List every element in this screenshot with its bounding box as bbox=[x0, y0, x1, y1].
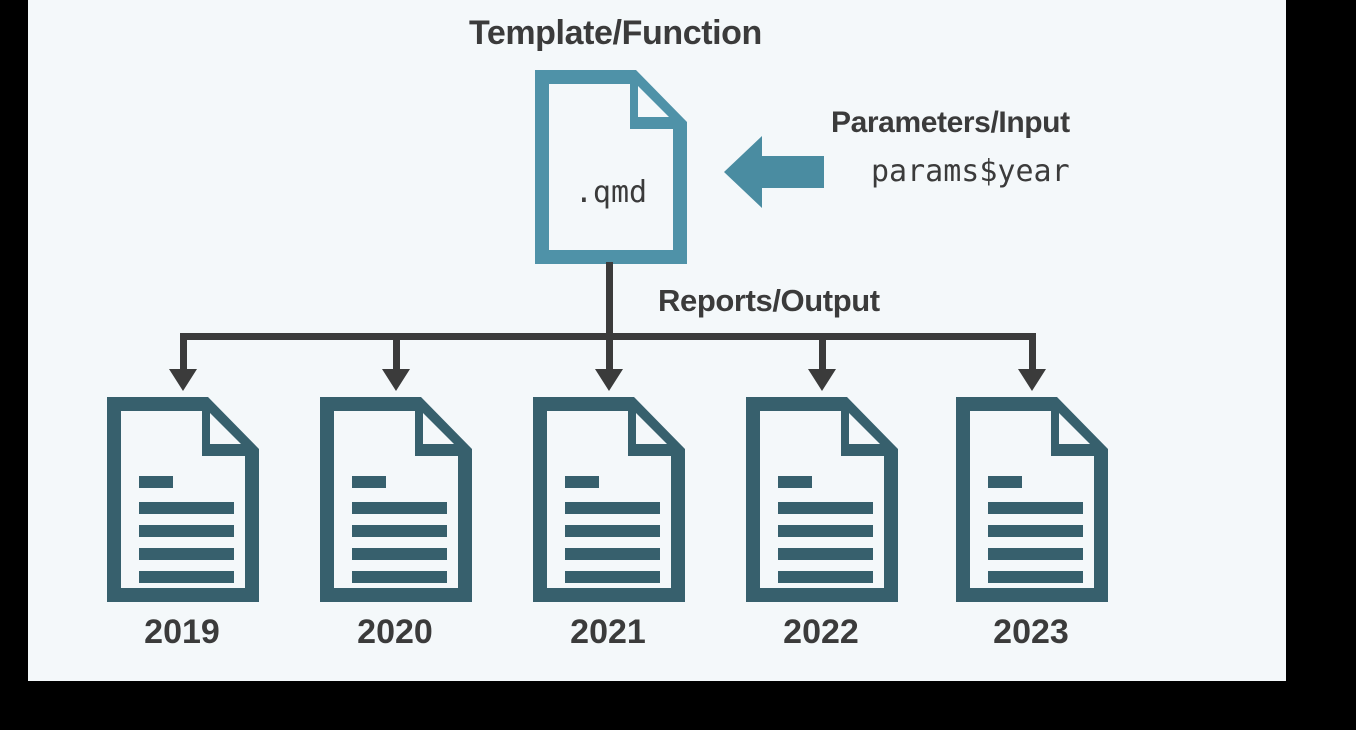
arrow-left-icon bbox=[724, 136, 824, 208]
output-document-2022 bbox=[746, 397, 898, 602]
branch-arrow-down-2022 bbox=[808, 369, 836, 391]
year-label-2019: 2019 bbox=[144, 613, 220, 651]
document-lines-icon bbox=[956, 397, 1108, 602]
branch-line-2020 bbox=[393, 333, 400, 371]
input-arrow bbox=[724, 136, 824, 213]
year-label-2022: 2022 bbox=[783, 613, 859, 651]
document-icon bbox=[535, 70, 687, 264]
parameters-input-label: Parameters/Input bbox=[831, 106, 1070, 139]
connector-stem bbox=[606, 262, 613, 340]
year-label-2023: 2023 bbox=[993, 613, 1069, 651]
document-lines-icon bbox=[107, 397, 259, 602]
branch-arrow-down-2020 bbox=[382, 369, 410, 391]
template-document-icon: .qmd bbox=[535, 70, 687, 264]
branch-line-2021 bbox=[606, 333, 613, 371]
diagram-panel: Template/Function .qmd Parameters/Input … bbox=[28, 0, 1286, 681]
document-lines-icon bbox=[533, 397, 685, 602]
output-document-2023 bbox=[956, 397, 1108, 602]
parameters-input-value: params$year bbox=[871, 154, 1070, 189]
branch-arrow-down-2023 bbox=[1018, 369, 1046, 391]
page-title: Template/Function bbox=[469, 14, 762, 52]
branch-line-2022 bbox=[819, 333, 826, 371]
output-document-2019 bbox=[107, 397, 259, 602]
document-lines-icon bbox=[320, 397, 472, 602]
branch-line-2019 bbox=[180, 333, 187, 371]
output-document-2020 bbox=[320, 397, 472, 602]
year-label-2020: 2020 bbox=[357, 613, 433, 651]
template-file-label: .qmd bbox=[574, 175, 648, 210]
branch-arrow-down-2019 bbox=[169, 369, 197, 391]
branch-arrow-down-2021 bbox=[595, 369, 623, 391]
branch-line-2023 bbox=[1029, 333, 1036, 371]
reports-output-label: Reports/Output bbox=[658, 283, 880, 318]
document-lines-icon bbox=[746, 397, 898, 602]
output-document-2021 bbox=[533, 397, 685, 602]
year-label-2021: 2021 bbox=[570, 613, 646, 651]
